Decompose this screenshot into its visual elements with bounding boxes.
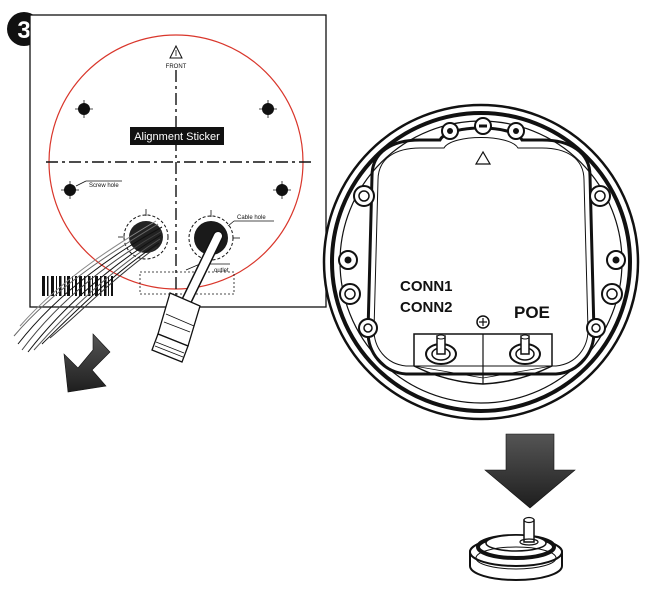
screw-hole-bottom-left <box>61 181 79 199</box>
step-number: 3 <box>17 17 30 44</box>
conn-plug-left-icon <box>425 334 457 365</box>
sticker-sheet <box>29 14 327 308</box>
alignment-sticker: FRONT Screw hole Alignment Sticker <box>13 14 327 363</box>
screw-hole-label: Screw hole <box>89 183 119 189</box>
conn2-label: CONN2 <box>400 299 453 316</box>
sticker-title-box <box>130 127 224 145</box>
right-screws <box>586 185 626 338</box>
poe-plug-icon <box>509 334 541 365</box>
top-screw-row <box>441 117 525 140</box>
outlet-label: outlet <box>214 268 229 274</box>
arrow-down-icon <box>484 433 576 509</box>
waterproof-plug <box>469 516 563 581</box>
camera-base: CONN1 CONN2 POE <box>322 103 640 421</box>
screw-hole-top-left <box>75 100 93 118</box>
base-front-triangle-icon <box>474 150 492 165</box>
connector-bay <box>413 315 553 385</box>
screw-hole-top-right <box>259 100 277 118</box>
front-triangle-icon <box>169 44 183 59</box>
front-label: FRONT <box>166 64 187 70</box>
left-screws <box>338 185 378 338</box>
barcode <box>42 276 113 296</box>
left-cable-hole-outline <box>123 214 169 260</box>
wire-bundle <box>13 220 163 353</box>
cable-hole-label: Cable hole <box>237 215 266 221</box>
screw-hole-bottom-right <box>273 181 291 199</box>
poe-label: POE <box>514 303 550 322</box>
base-outer-ring <box>322 103 640 421</box>
network-cable <box>151 230 224 363</box>
outlet-area <box>139 271 235 295</box>
conn1-label: CONN1 <box>400 278 453 295</box>
sticker-title: Alignment Sticker <box>134 131 220 143</box>
rj45-connector-icon <box>151 292 201 363</box>
arrow-down-left-icon <box>63 333 111 393</box>
left-cable-hole <box>129 221 163 253</box>
